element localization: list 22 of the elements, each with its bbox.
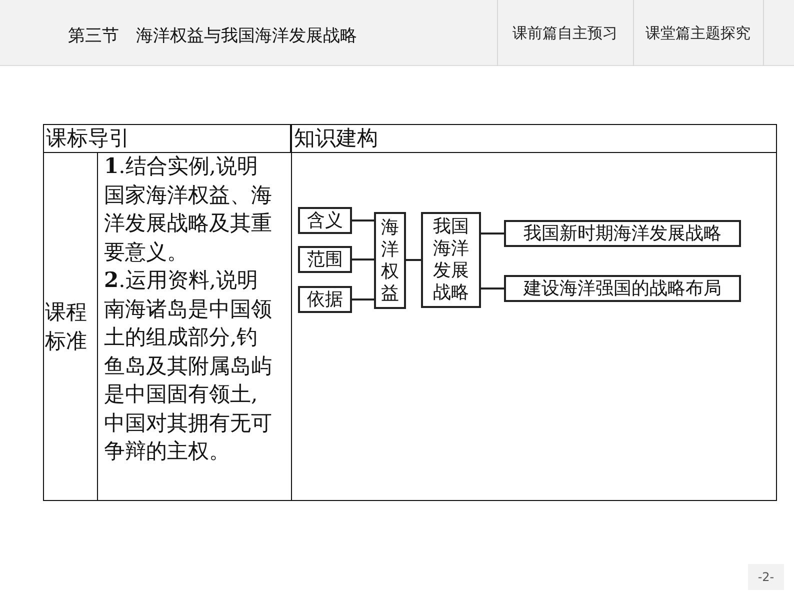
concept-box: 我国新时期海洋发展战略: [504, 220, 741, 247]
topic-box: 我国海洋发展战略: [421, 212, 481, 308]
tab-link: 课前篇自主预习: [512, 22, 618, 44]
header-title: 第三节 海洋权益与我国海洋发展战略: [68, 25, 357, 47]
concept-box: 依据: [298, 286, 352, 313]
connector-line: [481, 288, 504, 290]
table-cell: 课标导引: [43, 124, 291, 153]
standard-text: 1.结合实例,说明国家海洋权益、海洋发展战略及其重要意义。: [104, 152, 273, 266]
standard-text: 2.运用资料,说明南海诸岛是中国领土的组成部分,钓鱼岛及其附属岛屿是中国固有领土,中国对其拥有无可争辩的主权。: [104, 266, 273, 465]
connector-line: [352, 298, 374, 300]
connector-line: [352, 220, 374, 222]
connector-line: [352, 258, 374, 260]
concept-box: 含义: [298, 207, 352, 234]
tab-link: 课堂篇主题探究: [644, 22, 752, 44]
concept-box: 范围: [298, 246, 352, 273]
connector-line: [481, 232, 504, 234]
topic-box: 海洋权益: [374, 212, 406, 309]
concept-box: 建设海洋强国的战略布局: [504, 275, 741, 302]
table-cell: 课程标准: [43, 152, 98, 501]
page-number: -2-: [748, 564, 784, 590]
table-cell: 知识建构: [291, 124, 777, 153]
connector-line: [406, 259, 421, 261]
